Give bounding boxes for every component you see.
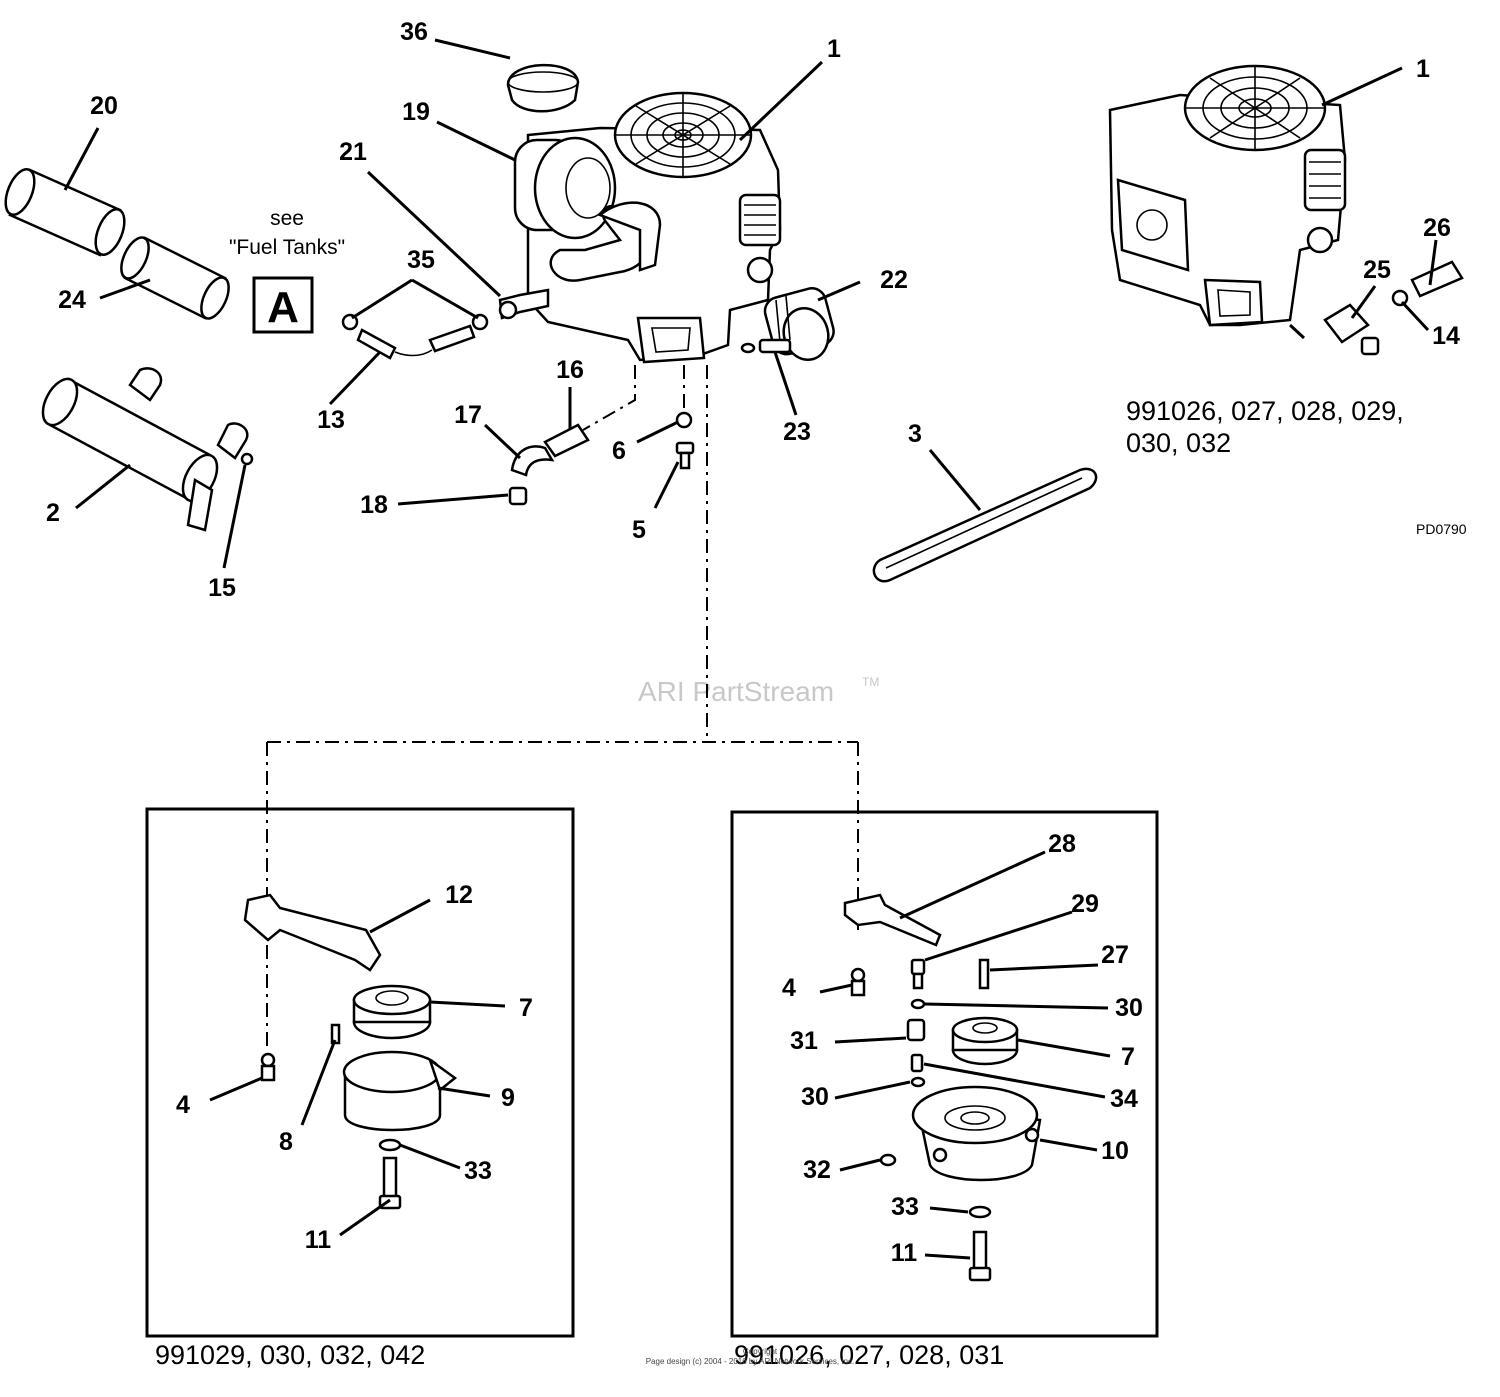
callout-3: 3 xyxy=(908,420,922,448)
model-list-top-right-line1: 991026, 027, 028, 029, xyxy=(1126,396,1404,426)
callout-36: 36 xyxy=(400,18,428,46)
pin-27 xyxy=(978,958,990,990)
callout-2: 2 xyxy=(46,499,60,527)
reference-letter: A xyxy=(267,283,299,332)
pipe-24 xyxy=(120,236,230,320)
clutch-10 xyxy=(911,1085,1042,1182)
key-8 xyxy=(330,1023,341,1045)
pulley-7-right xyxy=(951,1016,1019,1066)
callout-9: 9 xyxy=(501,1084,515,1112)
model-list-top-right-line2: 030, 032 xyxy=(1126,428,1231,458)
callout-20: 20 xyxy=(90,92,118,120)
washer-33-left xyxy=(378,1138,402,1152)
callout-17: 17 xyxy=(454,401,482,429)
callout-19: 19 xyxy=(402,98,430,126)
fitting-25 xyxy=(1323,303,1380,356)
callout-1-alt: 1 xyxy=(1416,55,1430,83)
callout-22: 22 xyxy=(880,266,908,294)
callout-30-bottom: 30 xyxy=(801,1083,829,1111)
washer-30-top xyxy=(910,998,926,1010)
reference-box xyxy=(252,276,314,334)
callout-33-right: 33 xyxy=(891,1193,919,1221)
callout-7-left: 7 xyxy=(519,994,533,1022)
drain-fitting xyxy=(740,338,792,354)
callout-29: 29 xyxy=(1071,890,1099,918)
oil-filter xyxy=(763,287,835,362)
fuel-line xyxy=(341,313,489,360)
see-label: see xyxy=(270,207,304,230)
callout-28: 28 xyxy=(1048,830,1076,858)
washer-33-right xyxy=(968,1205,992,1219)
footer-copyright: Copyright xyxy=(743,1347,778,1356)
callout-13: 13 xyxy=(317,406,345,434)
callout-1-main: 1 xyxy=(827,35,841,63)
callout-11-left: 11 xyxy=(305,1226,332,1254)
engine-alt xyxy=(1108,64,1347,327)
callout-34: 34 xyxy=(1110,1085,1138,1113)
footer-page-design: Page design (c) 2004 - 2016 by ARI Netwo… xyxy=(646,1357,855,1366)
pipe-20 xyxy=(4,168,126,257)
callout-16: 16 xyxy=(556,356,584,384)
callout-23: 23 xyxy=(783,418,811,446)
callout-4-right: 4 xyxy=(782,974,796,1002)
callout-35: 35 xyxy=(407,246,435,274)
pulley-7-left xyxy=(352,984,432,1040)
model-list-left-box: 991029, 030, 032, 042 xyxy=(155,1340,425,1370)
callout-7-right: 7 xyxy=(1121,1043,1135,1071)
callout-14: 14 xyxy=(1432,322,1460,350)
clamp-14 xyxy=(1391,289,1409,307)
see-fuel-tanks-label: "Fuel Tanks" xyxy=(229,236,345,259)
watermark-text: ARI PartStream xyxy=(638,676,834,707)
callout-27: 27 xyxy=(1101,941,1129,969)
bolt-11-right xyxy=(968,1230,992,1282)
hardware-bolt-5 xyxy=(675,441,695,470)
callout-6: 6 xyxy=(612,437,626,465)
diagram-code: PD0790 xyxy=(1416,521,1467,537)
callout-30-top: 30 xyxy=(1115,994,1143,1022)
callout-31: 31 xyxy=(790,1027,818,1055)
callout-26: 26 xyxy=(1423,214,1451,242)
clutch-9 xyxy=(342,1050,458,1132)
spacer-34 xyxy=(910,1053,924,1073)
leader-lines xyxy=(63,38,1438,1260)
callout-11-right: 11 xyxy=(891,1239,918,1267)
watermark-trademark: TM xyxy=(862,675,879,689)
callout-21: 21 xyxy=(339,138,367,166)
callout-labels: 36 1 19 21 20 24 35 13 2 15 22 23 16 17 … xyxy=(46,18,1460,1267)
callout-8: 8 xyxy=(279,1128,293,1156)
callout-12: 12 xyxy=(445,881,473,909)
callout-5: 5 xyxy=(632,516,646,544)
hose-assembly xyxy=(508,423,590,506)
callout-25: 25 xyxy=(1363,256,1391,284)
bolt-4-left xyxy=(260,1052,276,1082)
clutch-box-left xyxy=(145,807,575,1338)
hose-26 xyxy=(1410,260,1464,298)
drive-belt xyxy=(872,467,1098,583)
bolt-4-right xyxy=(850,967,866,997)
callout-24: 24 xyxy=(58,286,86,314)
hardware-nut-6 xyxy=(675,411,693,429)
bracket-28 xyxy=(843,893,942,947)
nut-32 xyxy=(879,1153,897,1167)
bolt-11-left xyxy=(378,1156,402,1210)
model-list-right-box: 991026, 027, 028, 031 xyxy=(734,1340,1004,1370)
engine-main xyxy=(498,91,782,364)
breather-cap xyxy=(506,63,580,113)
routing-line-hose xyxy=(582,365,636,431)
callout-15: 15 xyxy=(208,574,236,602)
bracket-12 xyxy=(243,893,382,972)
spacer-31 xyxy=(906,1018,926,1042)
callout-32: 32 xyxy=(803,1156,831,1184)
bolt-29 xyxy=(910,958,926,990)
callout-33-left: 33 xyxy=(464,1157,492,1185)
callout-4-left: 4 xyxy=(176,1091,190,1119)
muffler xyxy=(41,367,254,532)
washer-30-bottom xyxy=(910,1076,926,1088)
callout-18: 18 xyxy=(360,491,388,519)
clutch-box-right xyxy=(730,810,1159,1338)
callout-10: 10 xyxy=(1101,1137,1129,1165)
